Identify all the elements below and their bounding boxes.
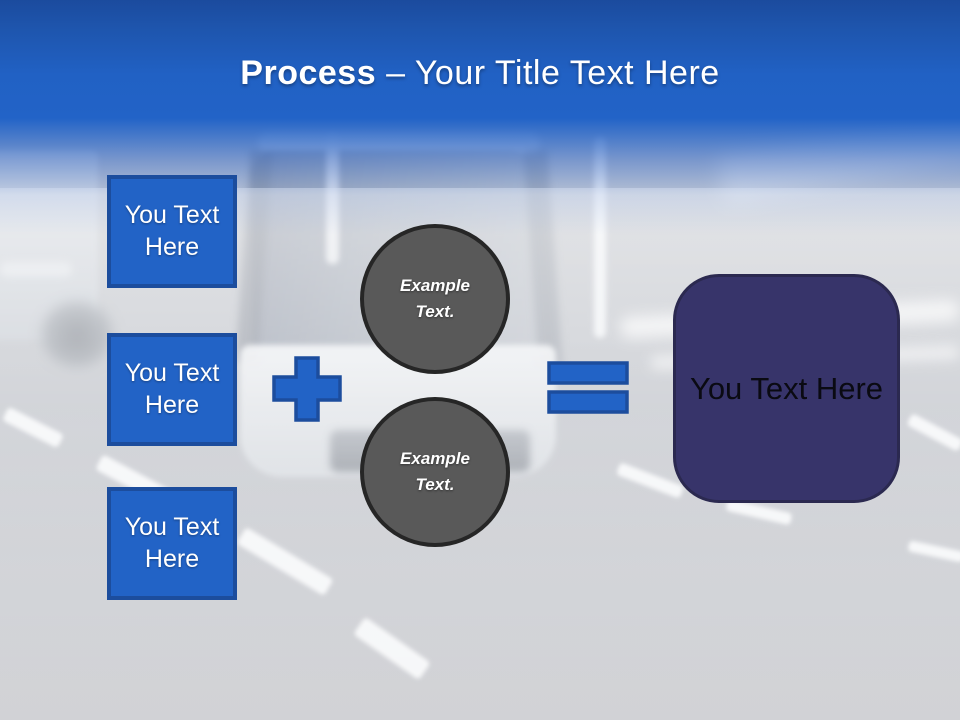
placeholder-text: You Text Here (689, 370, 884, 406)
input-box-1[interactable]: You Text Here (107, 175, 237, 288)
placeholder-text: You Text Here (124, 359, 220, 419)
placeholder-text: Example Text. (400, 448, 470, 494)
equals-icon (547, 361, 629, 414)
placeholder-text: Example Text. (400, 275, 470, 321)
placeholder-text: You Text Here (124, 513, 220, 573)
input-box-3[interactable]: You Text Here (107, 487, 237, 600)
page-title: Process – Your Title Text Here (0, 48, 960, 98)
title-rest: – Your Title Text Here (386, 53, 720, 92)
placeholder-text: You Text Here (124, 201, 220, 261)
plus-icon (272, 356, 342, 422)
example-circle-2[interactable]: Example Text. (360, 397, 510, 547)
input-box-2[interactable]: You Text Here (107, 333, 237, 446)
result-box[interactable]: You Text Here (673, 274, 900, 503)
title-emphasis: Process (240, 53, 377, 92)
example-circle-1[interactable]: Example Text. (360, 224, 510, 374)
